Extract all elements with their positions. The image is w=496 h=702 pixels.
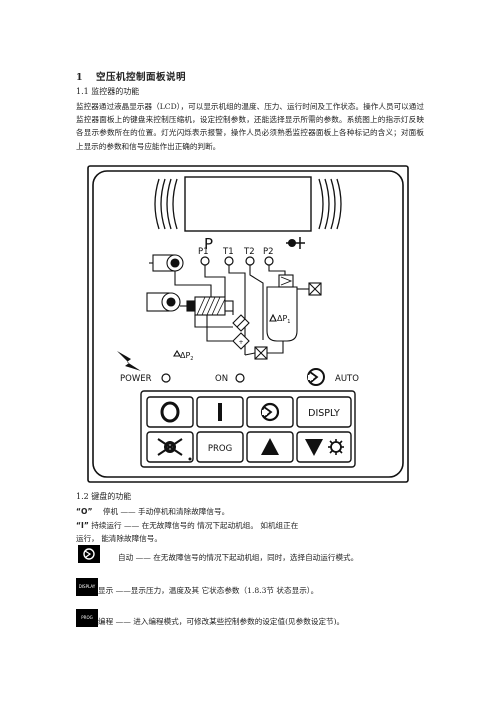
sensor-label-t2: T2 <box>243 247 255 257</box>
lcd-display <box>154 176 342 232</box>
section-number: 1 <box>76 72 84 83</box>
sensor-label-p1: P1 <box>198 247 209 257</box>
down-button[interactable] <box>296 431 352 463</box>
power-lamp <box>161 373 171 383</box>
on-label: ON <box>215 374 228 384</box>
fan-icon <box>157 438 183 456</box>
display-key-label: DISPLY <box>308 408 340 419</box>
key-desc-stop-key: “O” <box>76 507 93 516</box>
key-desc-stop-text: 停机 —— 手动停机和清除故障信号。 <box>102 507 230 516</box>
sensor-label-p2: P2 <box>263 247 274 257</box>
control-panel-diagram: P P1 T1 T2 P2 <box>87 165 409 483</box>
auto-button[interactable] <box>246 396 294 428</box>
key-desc-stop: “O” 停机 —— 手动停机和清除故障信号。 <box>76 506 229 518</box>
lamp-t1 <box>224 256 234 266</box>
stop-button[interactable] <box>146 396 194 428</box>
dp1-label: ΔP1 <box>277 314 290 325</box>
system-schematic: ΔP1 + ΔP2 <box>146 254 322 362</box>
prog-key-label: PROG <box>208 444 232 454</box>
subsection-heading-2: 1.2 键盘的功能 <box>76 492 132 501</box>
key-desc-prog: 编程 —— 进入编程模式，可修改某些控制参数的设定值(见参数设定节)。 <box>98 617 345 626</box>
dp2-label: ΔP2 <box>180 351 193 362</box>
key-desc-start: “I” 持续运行 —— 在无故障信号的 情况下起动机组。 如机组正在 <box>76 520 298 532</box>
gear-icon <box>328 439 344 455</box>
triangle-up-icon <box>261 438 279 455</box>
subsection-heading-1: 1.1 监控器的功能 <box>76 87 140 96</box>
prog-button[interactable]: PROG <box>196 431 244 463</box>
display-button[interactable]: DISPLY <box>296 396 352 428</box>
auto-key-chip <box>78 545 100 563</box>
key-desc-display: 显示 ——显示压力，温度及其 它状态参数（1.8.3节 状态显示）。 <box>98 586 319 595</box>
reset-button[interactable] <box>146 431 194 463</box>
lightning-icon <box>117 351 141 371</box>
on-lamp <box>235 373 245 383</box>
thermostat-symbol: + <box>239 339 244 346</box>
sensor-label-t1: T1 <box>222 247 234 257</box>
lamp-p2 <box>264 256 274 266</box>
key-desc-auto: 自动 —— 在无故障信号的情况下起动机组，同时，选择自动运行模式。 <box>118 553 359 562</box>
lamp-p1 <box>200 256 210 266</box>
section-title-text: 空压机控制面板说明 <box>96 72 187 83</box>
display-char: P <box>204 235 213 253</box>
key-desc-start-text: 持续运行 —— 在无故障信号的 情况下起动机组。 如机组正在 <box>91 521 299 530</box>
pressure-adjust-icon <box>286 237 305 249</box>
section-title: 1 空压机控制面板说明 <box>76 69 186 83</box>
key-desc-start-cont: 运行， 能清除故障信号。 <box>76 534 162 543</box>
intro-paragraph: 监控器通过液晶显示器（LCD），可以显示机组的温度、压力、运行时间及工作状态。操… <box>76 102 424 151</box>
triangle-down-icon <box>305 439 323 456</box>
key-desc-start-key: “I” <box>76 521 89 530</box>
display-key-chip: DISPLAY <box>76 578 98 596</box>
prog-key-chip: PROG <box>76 609 98 627</box>
keypad: DISPLY PROG <box>140 390 356 468</box>
up-button[interactable] <box>246 431 294 463</box>
start-button[interactable] <box>196 396 244 428</box>
lamp-t2 <box>245 256 255 266</box>
power-label: POWER <box>120 374 152 384</box>
auto-icon <box>307 368 325 386</box>
auto-label: AUTO <box>335 374 359 384</box>
